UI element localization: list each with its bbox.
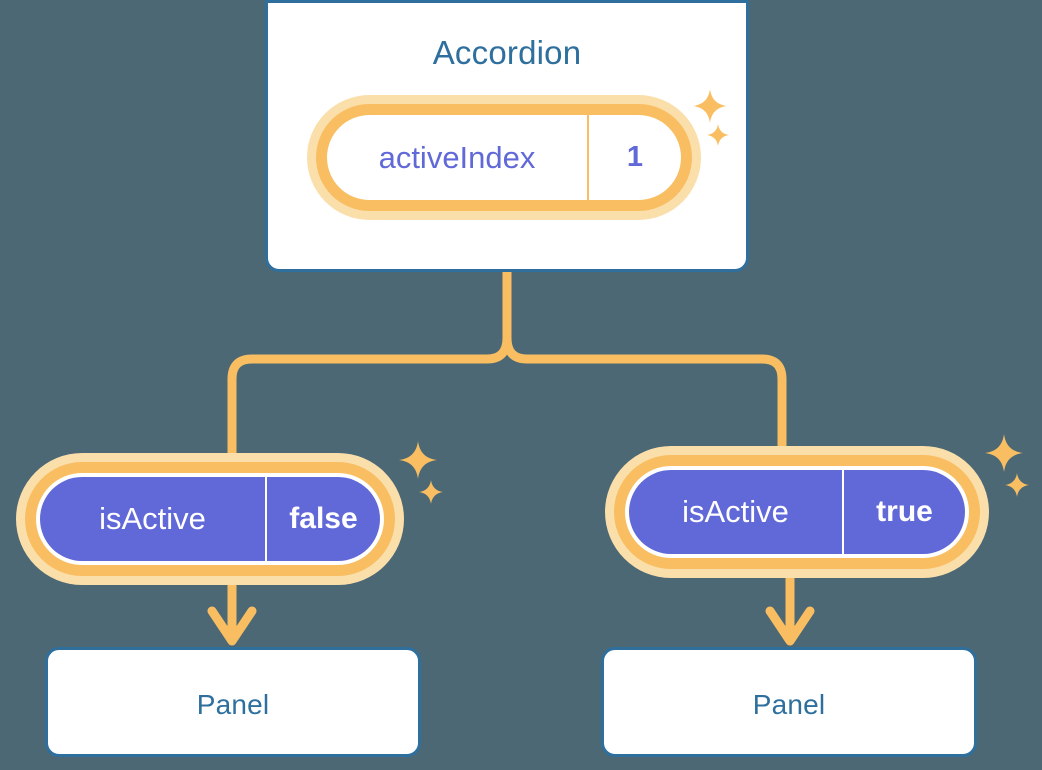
sparkle-small-icon — [706, 123, 730, 147]
pill-body: activeIndex 1 — [327, 115, 681, 200]
arrow-down-icon-right — [765, 606, 815, 646]
component-card-panel-right[interactable]: Panel — [601, 647, 977, 757]
sparkle-small-icon — [1004, 472, 1030, 498]
connector-right-branch — [502, 267, 787, 455]
state-pill-isactive-false[interactable]: isActive false — [16, 453, 404, 585]
state-value-label: 1 — [626, 141, 644, 173]
sparkle-icon — [398, 440, 438, 480]
sparkle-icon — [692, 88, 728, 124]
panel-title: Panel — [752, 689, 826, 720]
sparkle-small-icon — [418, 479, 444, 505]
pill-body: isActive true — [625, 466, 969, 558]
sparkle-icon — [984, 433, 1024, 473]
arrow-down-icon-left — [207, 606, 257, 646]
state-key-label: isActive — [629, 470, 844, 554]
state-key-label: isActive — [40, 477, 267, 561]
pill-body: isActive false — [36, 473, 384, 565]
connector-left-branch — [227, 267, 512, 460]
state-value-label: false — [289, 502, 358, 535]
component-card-panel-left[interactable]: Panel — [45, 647, 421, 757]
state-value-label: true — [876, 495, 933, 528]
panel-title: Panel — [196, 689, 270, 720]
pill-inner: isActive false — [40, 477, 380, 561]
state-key-label: activeIndex — [327, 115, 589, 200]
pill-inner: isActive true — [629, 470, 965, 554]
page-title: Accordion — [432, 34, 582, 71]
state-pill-isactive-true[interactable]: isActive true — [605, 446, 989, 578]
state-pill-activeindex[interactable]: activeIndex 1 — [307, 95, 701, 220]
